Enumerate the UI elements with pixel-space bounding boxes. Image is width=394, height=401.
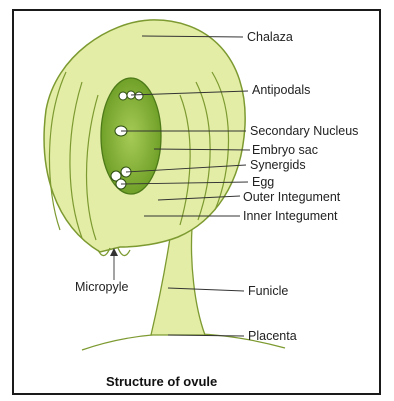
label-embryo-sac: Embryo sac <box>252 143 318 157</box>
label-synergids: Synergids <box>250 158 306 172</box>
label-inner-integument: Inner Integument <box>243 209 338 223</box>
label-antipodals: Antipodals <box>252 83 310 97</box>
figure-caption: Structure of ovule <box>106 374 217 389</box>
label-egg: Egg <box>252 175 274 189</box>
label-funicle: Funicle <box>248 284 288 298</box>
label-placenta: Placenta <box>248 329 297 343</box>
label-micropyle: Micropyle <box>75 280 129 294</box>
label-secondary-nucleus: Secondary Nucleus <box>250 124 358 138</box>
antipodals <box>119 91 143 100</box>
funicle <box>151 228 205 335</box>
label-outer-integument: Outer Integument <box>243 190 341 204</box>
label-chalaza: Chalaza <box>247 30 293 44</box>
leader-placenta <box>168 335 244 336</box>
